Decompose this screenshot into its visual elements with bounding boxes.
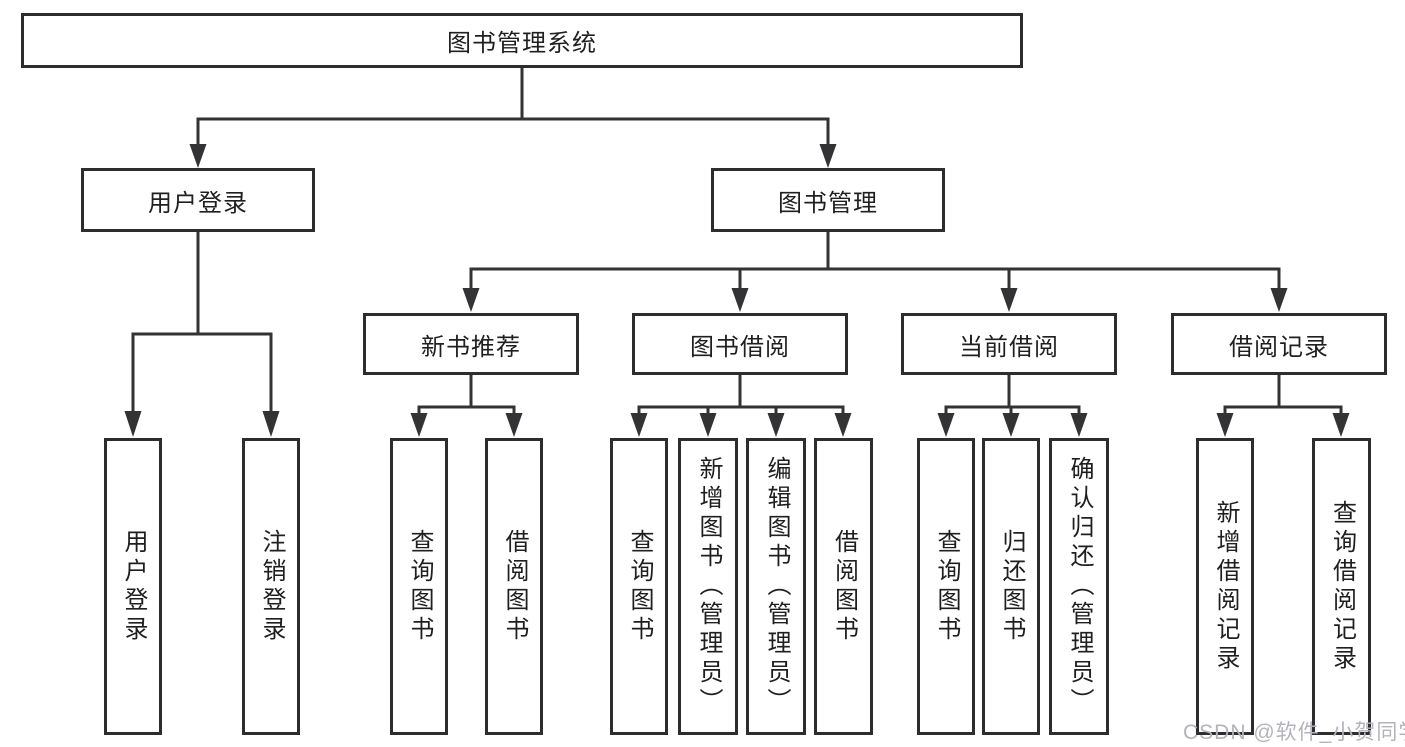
leaf-edit-books-admin: 编辑图书（管理员） bbox=[746, 438, 806, 735]
arrowhead bbox=[731, 288, 749, 312]
arrowhead bbox=[1070, 413, 1088, 437]
node-label: 确认归还（管理员） bbox=[1066, 456, 1093, 717]
csdn-watermark: CSDN @软件_小贺同学 bbox=[1183, 721, 1405, 744]
leaf-borrow-books: 借阅图书 bbox=[485, 438, 543, 735]
node-current-borrowing: 当前借阅 bbox=[901, 313, 1117, 375]
arrowhead bbox=[834, 413, 852, 437]
node-label: 图书管理 bbox=[778, 189, 878, 217]
leaf-confirm-return-admin: 确认归还（管理员） bbox=[1049, 438, 1109, 735]
arrowhead bbox=[1270, 288, 1288, 312]
arrowhead bbox=[699, 413, 717, 437]
arrowhead bbox=[505, 413, 523, 437]
node-label: 借阅图书 bbox=[830, 528, 858, 645]
node-label: 用户登录 bbox=[148, 189, 248, 217]
arrowhead bbox=[937, 413, 955, 437]
leaf-add-borrow-record: 新增借阅记录 bbox=[1196, 438, 1254, 735]
arrowhead bbox=[819, 144, 837, 168]
leaf-query-books: 查询图书 bbox=[390, 438, 448, 735]
node-label: 编辑图书（管理员） bbox=[763, 456, 790, 717]
arrowhead bbox=[767, 413, 785, 437]
node-label: 图书管理系统 bbox=[447, 30, 597, 57]
node-book-borrowing: 图书借阅 bbox=[632, 313, 848, 375]
arrowhead bbox=[262, 411, 280, 437]
node-label: 新增图书（管理员） bbox=[695, 456, 722, 717]
leaf-user-login: 用户登录 bbox=[104, 438, 162, 735]
node-label: 借阅记录 bbox=[1229, 333, 1329, 361]
node-label: 新增借阅记录 bbox=[1212, 499, 1239, 674]
node-label: 当前借阅 bbox=[959, 333, 1059, 361]
leaf-return-books: 归还图书 bbox=[982, 438, 1040, 735]
leaf-query-books: 查询图书 bbox=[610, 438, 668, 735]
arrowhead bbox=[1000, 288, 1018, 312]
node-borrowing-records: 借阅记录 bbox=[1171, 313, 1387, 375]
leaf-query-borrow-record: 查询借阅记录 bbox=[1312, 438, 1371, 735]
leaf-query-books: 查询图书 bbox=[917, 438, 975, 735]
node-user-login-branch: 用户登录 bbox=[81, 168, 315, 232]
arrowhead bbox=[1002, 413, 1020, 437]
leaf-add-books-admin: 新增图书（管理员） bbox=[678, 438, 738, 735]
node-label: 注销登录 bbox=[258, 528, 285, 645]
node-label: 借阅图书 bbox=[501, 528, 528, 645]
node-label: 查询图书 bbox=[406, 528, 433, 645]
arrowhead bbox=[410, 413, 428, 437]
node-book-management-branch: 图书管理 bbox=[711, 168, 945, 232]
leaf-logout: 注销登录 bbox=[242, 438, 300, 735]
node-new-book-recommend: 新书推荐 bbox=[363, 313, 579, 375]
arrowheads bbox=[124, 144, 1350, 437]
node-label: 用户登录 bbox=[120, 528, 147, 645]
node-label: 查询图书 bbox=[933, 528, 960, 645]
tree-edges bbox=[131, 68, 1343, 415]
node-label: 查询图书 bbox=[626, 528, 653, 645]
node-label: 图书借阅 bbox=[690, 333, 790, 361]
node-label: 查询借阅记录 bbox=[1328, 499, 1356, 674]
arrowhead bbox=[1332, 413, 1350, 437]
leaf-borrow-books: 借阅图书 bbox=[814, 438, 873, 735]
arrowhead bbox=[630, 413, 648, 437]
arrowhead bbox=[124, 411, 142, 437]
arrowhead bbox=[462, 288, 480, 312]
arrowhead bbox=[1216, 413, 1234, 437]
node-label: 新书推荐 bbox=[421, 333, 521, 361]
node-library-management-system: 图书管理系统 bbox=[21, 13, 1023, 68]
arrowhead bbox=[189, 144, 207, 168]
node-label: 归还图书 bbox=[998, 528, 1025, 645]
